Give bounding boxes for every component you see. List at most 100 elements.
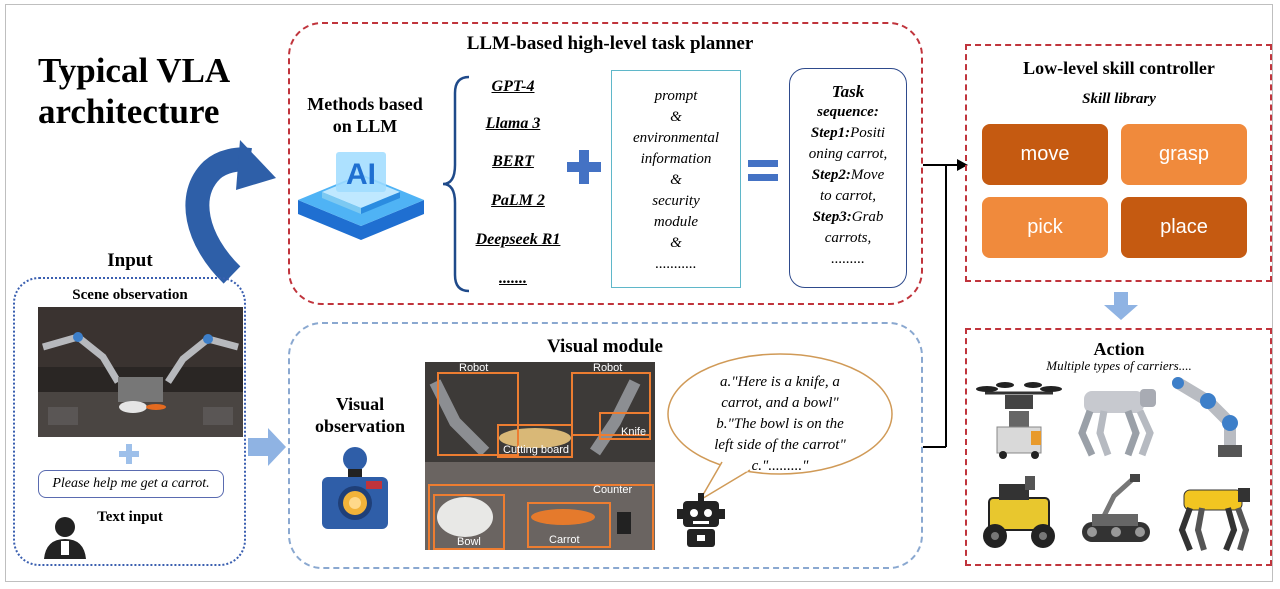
step1: Step1:Positi — [790, 123, 906, 144]
input-header: Input — [107, 250, 153, 271]
step2: Step2:Move — [790, 165, 906, 186]
robot-head-icon — [677, 493, 725, 547]
outer-frame — [5, 4, 1273, 582]
methods-label: Methods based on LLM — [290, 93, 440, 137]
bubble-line-1: a."Here is a knife, a — [720, 374, 840, 390]
label-robot-left: Robot — [459, 362, 489, 374]
llm-item-gpt4: GPT-4 — [491, 78, 535, 95]
methods-line-2: on LLM — [332, 116, 398, 136]
mid-line-ellipsis: ........... — [655, 256, 697, 272]
quadruped-robot-image — [1078, 389, 1156, 457]
input-box — [13, 277, 246, 566]
action-header: Action — [1093, 339, 1145, 359]
label-counter: Counter — [593, 484, 633, 496]
llm-item-llama3: Llama 3 — [485, 115, 541, 132]
scene-observation-image — [38, 307, 243, 437]
drone-robot-image — [976, 382, 1062, 459]
step2-text-a: Move — [850, 167, 885, 183]
step3-text-b: carrots, — [824, 230, 872, 246]
skill-place: place — [1121, 197, 1247, 258]
plus-icon — [567, 150, 601, 184]
llm-planner-box — [288, 22, 923, 305]
bbox-counter — [428, 484, 654, 550]
robot-arm-image — [1172, 377, 1242, 457]
mid-line-amp-1: & — [670, 109, 682, 125]
equals-icon — [748, 160, 778, 181]
mid-line-environmental: environmental — [632, 130, 720, 146]
task-title-2: sequence: — [817, 104, 879, 120]
skill-pick: pick — [982, 197, 1108, 258]
bubble-line-4: left side of the carrot" — [714, 437, 846, 453]
skill-library-label: Skill library — [1082, 91, 1156, 107]
llm-item-ellipsis: ....... — [499, 270, 527, 287]
llm-planner-header: LLM-based high-level task planner — [466, 33, 754, 54]
step2-label: Step2: — [811, 167, 851, 183]
skill-grasp: grasp — [1121, 124, 1247, 185]
bbox-robot-right — [571, 372, 651, 436]
visual-observation-label: Visual observation — [295, 393, 425, 437]
methods-line-1: Methods based — [307, 94, 423, 114]
label-robot-right: Robot — [593, 362, 623, 374]
bubble-line-2: carrot, and a bowl" — [721, 395, 839, 411]
left-brace — [442, 75, 470, 293]
bbox-bowl — [433, 494, 505, 550]
visual-obs-line-2: observation — [315, 416, 405, 436]
skill-controller-header: Low-level skill controller — [1023, 58, 1215, 78]
visual-obs-line-1: Visual — [335, 394, 385, 414]
skill-move: move — [982, 124, 1108, 185]
speech-bubble-shape — [667, 353, 893, 503]
bbox-carrot — [527, 502, 611, 548]
visual-module-box — [288, 322, 923, 569]
task-title: Task — [831, 82, 865, 101]
label-carrot: Carrot — [549, 534, 580, 546]
step1-text-b: oning carrot, — [808, 146, 888, 162]
input-plus-icon — [119, 444, 139, 464]
speech-bubble-text: a."Here is a knife, a carrot, and a bowl… — [690, 372, 870, 477]
camera-icon — [322, 447, 388, 529]
text-prompt-bubble: Please help me get a carrot. — [38, 470, 224, 498]
llm-item-bert: BERT — [492, 153, 534, 170]
bubble-line-5: c."........." — [751, 458, 809, 474]
bbox-cutting-board — [497, 424, 573, 458]
step1-label: Step1: — [810, 125, 851, 141]
spot-robot-image — [1178, 488, 1250, 552]
tracked-robot-image — [1082, 474, 1150, 542]
user-avatar-icon — [44, 517, 86, 559]
task-ellipsis: ......... — [831, 251, 865, 267]
llm-item-deepseek: Deepseek R1 — [475, 231, 561, 248]
mid-line-information: information — [640, 151, 712, 167]
bbox-knife — [599, 412, 651, 440]
mid-line-security: security — [652, 193, 700, 209]
label-knife: Knife — [621, 426, 647, 438]
label-bowl: Bowl — [457, 536, 481, 548]
bbox-robot-left — [437, 372, 519, 456]
action-box — [965, 328, 1272, 566]
skill-controller-box — [965, 44, 1272, 282]
step3-text-a: Grab — [851, 209, 884, 225]
mid-line-amp-3: & — [670, 235, 682, 251]
mid-line-prompt: prompt — [654, 88, 698, 104]
step3-label: Step3: — [812, 209, 852, 225]
step1-text-a: Positi — [850, 125, 886, 141]
mid-line-module: module — [653, 214, 699, 230]
visual-scene-image: Robot Robot Knife Cutting board Counter … — [425, 362, 655, 550]
page-title: Typical VLA architecture — [38, 50, 230, 132]
scene-observation-label: Scene observation — [72, 287, 188, 303]
ugv-robot-image — [983, 476, 1055, 548]
action-subtitle: Multiple types of carriers.... — [1046, 358, 1192, 373]
visual-module-header: Visual module — [547, 336, 663, 357]
ai-chip-icon: AI — [298, 152, 424, 240]
task-sequence-box: Task sequence: Step1:Positi oning carrot… — [789, 68, 907, 288]
step2-text-b: to carrot, — [819, 188, 877, 204]
mid-line-amp-2: & — [670, 172, 682, 188]
text-input-label: Text input — [97, 509, 163, 525]
title-line-1: Typical VLA — [38, 51, 231, 90]
step3: Step3:Grab — [790, 207, 906, 228]
ai-chip-label: AI — [346, 158, 376, 191]
llm-item-palm2: PaLM 2 — [491, 192, 545, 209]
title-line-2: architecture — [38, 92, 220, 131]
bubble-line-3: b."The bowl is on the — [716, 416, 844, 432]
label-cutting-board: Cutting board — [503, 444, 570, 456]
prompt-info-box: prompt & environmental information & sec… — [611, 70, 741, 288]
